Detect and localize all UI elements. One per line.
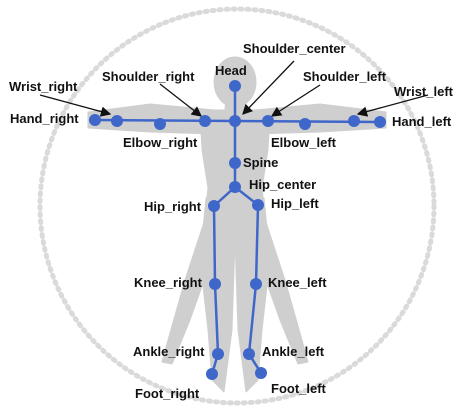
- label-wrist-left: Wrist_left: [394, 84, 454, 99]
- joint-elbow-left: [299, 118, 311, 130]
- label-shoulder-right: Shoulder_right: [102, 69, 195, 84]
- label-shoulder-left: Shoulder_left: [303, 69, 387, 84]
- arrow-shoulder-left: [270, 84, 321, 117]
- arrow-shoulder-right: [159, 83, 203, 117]
- joint-hip-center: [229, 181, 241, 193]
- joint-wrist-left: [348, 115, 360, 127]
- joint-shoulder-right: [199, 115, 211, 127]
- label-wrist-right: Wrist_right: [9, 79, 78, 94]
- joint-hip-right: [208, 200, 220, 212]
- joint-foot-left: [255, 367, 267, 379]
- arrow-wrist-left: [356, 94, 429, 117]
- joint-ankle-left: [243, 348, 255, 360]
- silhouette-leg-spread-right: [161, 209, 216, 365]
- annotation-arrows: [39, 60, 429, 117]
- label-hip-right: Hip_right: [144, 199, 202, 214]
- label-hip-left: Hip_left: [271, 196, 319, 211]
- label-elbow-left: Elbow_left: [271, 135, 337, 150]
- joint-knee-left: [250, 278, 262, 290]
- label-foot-right: Foot_right: [135, 386, 200, 401]
- joint-knee-right: [209, 278, 221, 290]
- label-spine: Spine: [243, 155, 278, 170]
- joints: [89, 80, 386, 380]
- label-ankle-right: Ankle_right: [133, 344, 205, 359]
- label-elbow-right: Elbow_right: [123, 135, 198, 150]
- joint-hip-left: [252, 199, 264, 211]
- joint-hand-right: [89, 114, 101, 126]
- arrow-wrist-right: [39, 94, 112, 117]
- label-shoulder-center: Shoulder_center: [243, 41, 346, 56]
- joint-ankle-right: [212, 348, 224, 360]
- joint-elbow-right: [154, 118, 166, 130]
- joint-head: [229, 80, 241, 92]
- label-hand-right: Hand_right: [10, 111, 79, 126]
- human-silhouette: [87, 56, 387, 393]
- dotted-circle: [37, 6, 437, 406]
- joint-wrist-right: [111, 115, 123, 127]
- label-hip-center: Hip_center: [249, 177, 316, 192]
- label-head: Head: [215, 63, 247, 78]
- joint-shoulder-left: [262, 115, 274, 127]
- label-ankle-left: Ankle_left: [262, 344, 325, 359]
- joint-hand-left: [374, 116, 386, 128]
- silhouette-leg-spread-left: [254, 209, 309, 365]
- joint-spine: [229, 157, 241, 169]
- label-foot-left: Foot_left: [271, 381, 327, 396]
- joint-labels: Head Shoulder_center Shoulder_right Shou…: [9, 41, 454, 401]
- label-knee-left: Knee_left: [268, 275, 327, 290]
- arrow-shoulder-center: [242, 60, 295, 115]
- joint-shoulder-center: [229, 115, 241, 127]
- label-knee-right: Knee_right: [134, 275, 203, 290]
- label-hand-left: Hand_left: [392, 114, 452, 129]
- joint-foot-right: [206, 368, 218, 380]
